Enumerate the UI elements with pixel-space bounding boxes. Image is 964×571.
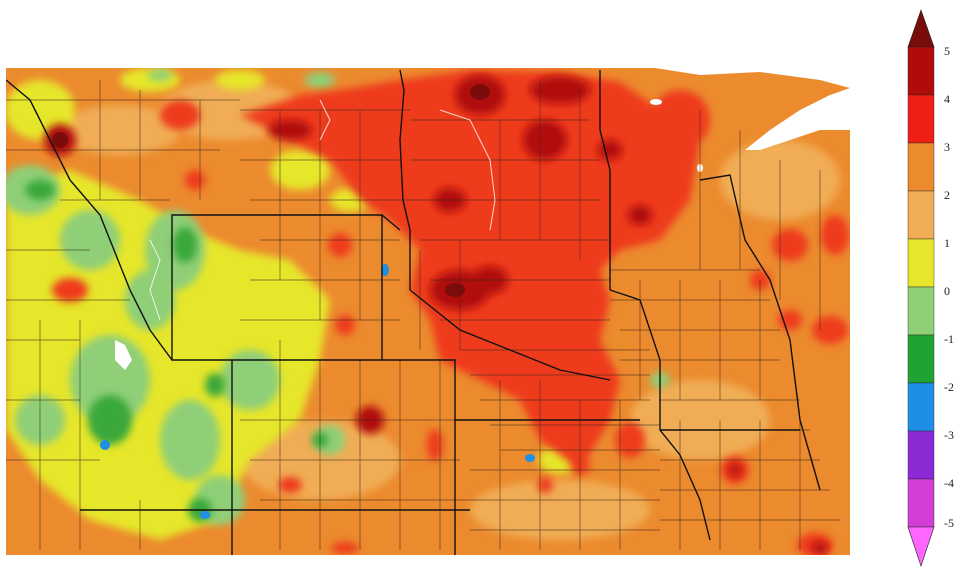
anomaly-minus2-zones — [25, 180, 328, 522]
county-boundaries — [6, 80, 840, 550]
colorbar-label-4: 4 — [944, 92, 950, 106]
colorbar-segment-0-to-minus1 — [907, 286, 935, 336]
colorbar-label-3: 3 — [944, 140, 950, 154]
colorbar-segment-4-to-3 — [907, 94, 935, 144]
colorbar-label-minus2: -2 — [944, 380, 954, 394]
colorbar-bottom-arrow — [907, 526, 935, 567]
colorbar-label-2: 2 — [944, 188, 950, 202]
colorbar-segment-2-to-1 — [907, 190, 935, 240]
colorbar-segment-1-to-0 — [907, 238, 935, 288]
colorbar-segment-minus3-to-minus4 — [907, 430, 935, 480]
colorbar-label-0: 0 — [944, 284, 950, 298]
great-salt-lake — [115, 340, 132, 370]
colorbar-top-arrow — [907, 9, 935, 48]
anomaly-minus3-zones — [100, 264, 535, 519]
colorbar — [907, 9, 935, 567]
small-lake — [650, 99, 662, 105]
anomaly-3-to-4-zones — [52, 70, 849, 555]
colorbar-label-minus5: -5 — [944, 516, 954, 530]
state-boundaries — [6, 69, 821, 555]
colorbar-segment-minus4-to-minus5 — [907, 478, 935, 528]
colorbar-segment-5-to-4 — [907, 46, 935, 96]
colorbar-segment-3-to-2 — [907, 142, 935, 192]
colorbar-label-5: 5 — [944, 44, 950, 58]
colorbar-label-minus4: -4 — [944, 476, 954, 490]
rivers — [149, 99, 496, 321]
colorbar-segment-minus2-to-minus3 — [907, 382, 935, 432]
colorbar-label-1: 1 — [944, 236, 950, 250]
colorbar-label-minus1: -1 — [944, 332, 954, 346]
colorbar-segment-minus1-to-minus2 — [907, 334, 935, 384]
lake-superior — [745, 88, 850, 150]
colorbar-label-minus3: -3 — [944, 428, 954, 442]
map-area — [6, 68, 850, 555]
